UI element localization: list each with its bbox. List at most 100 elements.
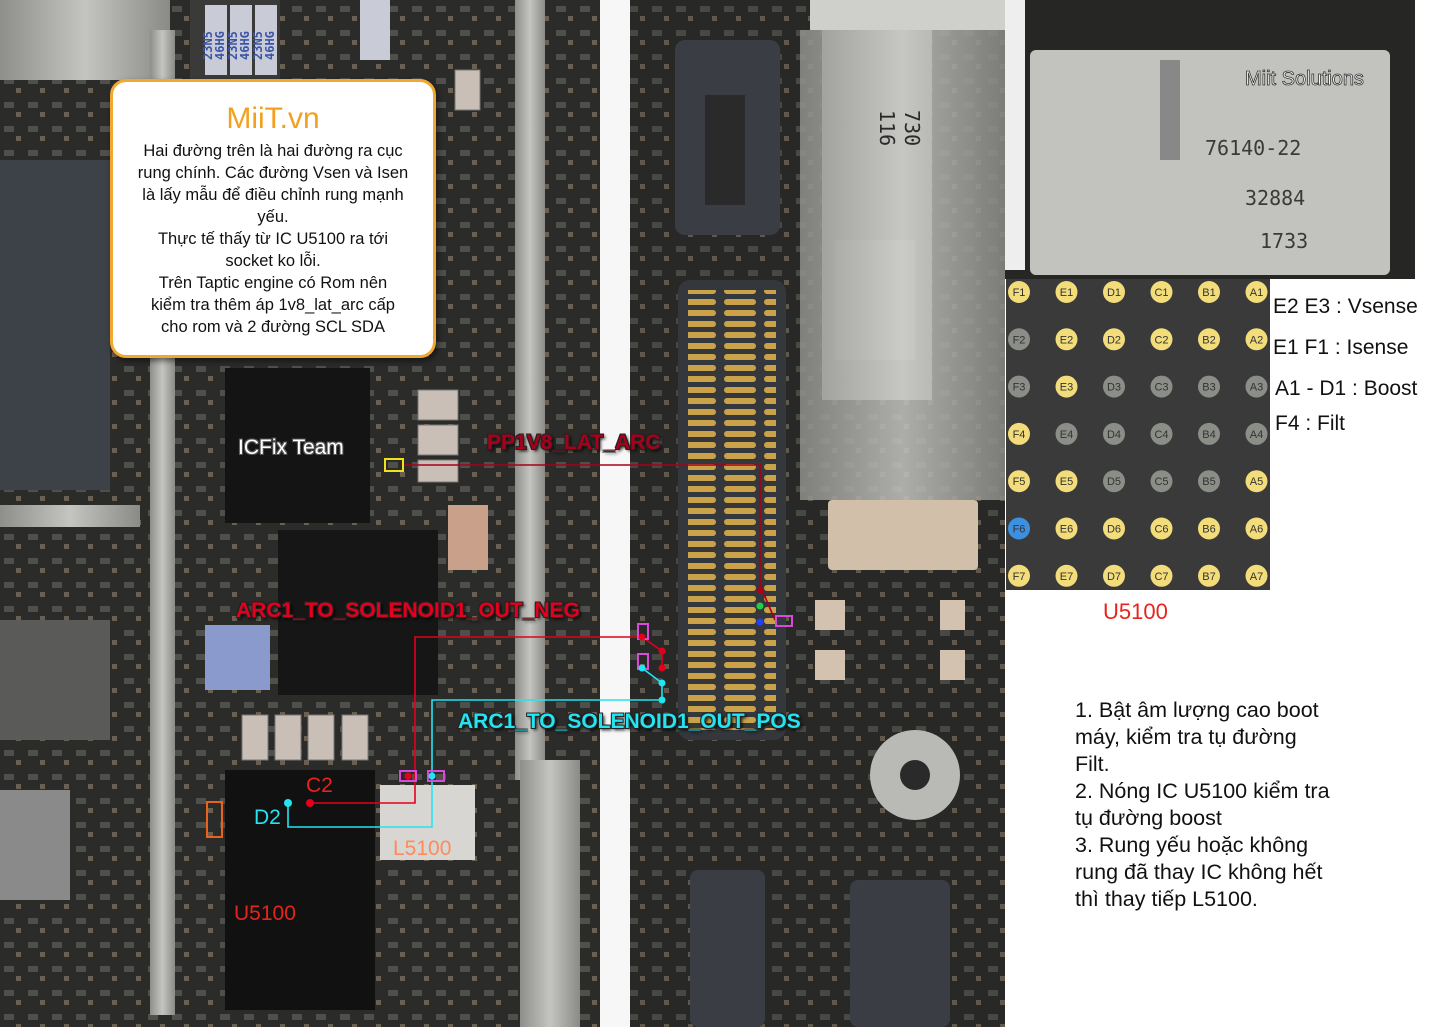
cap-mark-1: 23N5 xyxy=(201,31,215,60)
ball-c1 xyxy=(1150,281,1173,303)
ball-label: E3 xyxy=(1060,382,1073,394)
ball-a7 xyxy=(1245,564,1268,587)
chip-mark-116: 116 xyxy=(875,110,899,146)
ball-label: D7 xyxy=(1107,571,1121,583)
step-line: 2. Nóng IC U5100 kiểm tra xyxy=(1075,779,1330,803)
ball-label: C2 xyxy=(1154,334,1168,346)
ball-label: C6 xyxy=(1154,524,1168,536)
ball-label: B4 xyxy=(1202,429,1215,441)
ball-e6 xyxy=(1055,517,1078,540)
step-line: 3. Rung yếu hoặc không xyxy=(1075,833,1309,857)
ball-label: A6 xyxy=(1250,524,1263,536)
ball-b6 xyxy=(1198,517,1220,540)
ball-b7 xyxy=(1198,564,1220,587)
ball-label: C1 xyxy=(1154,287,1168,299)
ball-map-background xyxy=(1006,279,1270,590)
ball-f2 xyxy=(1008,328,1030,351)
ball-label: A1 xyxy=(1250,287,1263,299)
ball-c3 xyxy=(1150,375,1173,398)
ball-label: E4 xyxy=(1060,429,1073,441)
ball-f7 xyxy=(1008,564,1030,587)
ball-label: A2 xyxy=(1250,334,1263,346)
ball-label: E5 xyxy=(1060,476,1073,488)
ball-label: A4 xyxy=(1250,429,1263,441)
ball-d4 xyxy=(1103,422,1125,445)
ball-label: D3 xyxy=(1107,382,1121,394)
ball-d3 xyxy=(1103,375,1125,398)
ic-black-middle xyxy=(278,530,438,695)
ball-b5 xyxy=(1198,470,1220,493)
ball-label: A3 xyxy=(1250,382,1263,394)
callout-line: yếu. xyxy=(257,208,289,226)
ball-label: B1 xyxy=(1202,287,1215,299)
ball-c6 xyxy=(1150,517,1173,540)
taptic-chip xyxy=(1030,50,1390,275)
ball-d6 xyxy=(1103,517,1125,540)
ball-c5 xyxy=(1150,470,1173,493)
u5100-chip xyxy=(225,770,375,1010)
net-label-pp1v8-lat-arc: PP1V8_LAT_ARC xyxy=(487,431,661,454)
callout-line: là lấy mẫu để điều chỉnh rung mạnh xyxy=(142,186,404,204)
ball-f1 xyxy=(1008,281,1030,303)
ball-d7 xyxy=(1103,564,1125,587)
ball-label: E7 xyxy=(1060,571,1073,583)
ball-label: C5 xyxy=(1154,476,1168,488)
ball-label: D2 xyxy=(1107,334,1121,346)
ball-e7 xyxy=(1055,564,1078,587)
ball-b2 xyxy=(1198,328,1220,351)
label-u5100-grid: U5100 xyxy=(1103,599,1168,624)
ball-label: C7 xyxy=(1154,571,1168,583)
step-line: máy, kiểm tra tụ đường xyxy=(1075,725,1297,749)
icfix-watermark: ICFix Team xyxy=(238,436,344,459)
ball-label: F2 xyxy=(1013,334,1026,346)
ball-f3 xyxy=(1008,375,1030,398)
label-l5100: L5100 xyxy=(393,837,452,860)
ic-black-upper xyxy=(225,368,370,523)
cap-mark-3: 23N5 xyxy=(226,31,240,60)
tantalum-cap xyxy=(828,500,978,570)
net-label-solenoid-neg: ARC1_TO_SOLENOID1_OUT_NEG xyxy=(236,599,580,622)
ball-e5 xyxy=(1055,470,1078,493)
ball-b3 xyxy=(1198,375,1220,398)
pp1v8-trace xyxy=(402,464,776,621)
ball-label: D5 xyxy=(1107,476,1121,488)
ball-d5 xyxy=(1103,470,1125,493)
ball-label: F6 xyxy=(1013,524,1026,536)
info-callout: MiiT.vn Hai đường trên là hai đường ra c… xyxy=(110,79,436,358)
miit-solutions-watermark: Miit Solutions xyxy=(1245,68,1364,90)
cap-mark-6: 46HG xyxy=(263,31,277,60)
ball-label: E2 xyxy=(1060,334,1073,346)
ball-f5 xyxy=(1008,470,1030,493)
ball-label: D4 xyxy=(1107,429,1121,441)
ball-label: B2 xyxy=(1202,334,1215,346)
legend-boost: A1 - D1 : Boost xyxy=(1275,377,1418,400)
ball-d2 xyxy=(1103,328,1125,351)
ball-label: F7 xyxy=(1013,571,1026,583)
label-c2: C2 xyxy=(306,774,333,797)
ball-label: A7 xyxy=(1250,571,1263,583)
legend-vsense: E2 E3 : Vsense xyxy=(1273,295,1418,318)
callout-line: Trên Taptic engine có Rom nên xyxy=(158,274,388,292)
ball-e1 xyxy=(1055,281,1078,303)
ball-c2 xyxy=(1150,328,1173,351)
chip-mark-76140: 76140-22 xyxy=(1205,136,1301,160)
ball-a1 xyxy=(1245,281,1268,303)
ball-a4 xyxy=(1245,422,1268,445)
ball-f6 xyxy=(1008,517,1030,540)
ball-label: D6 xyxy=(1107,524,1121,536)
cap-mark-2: 46HG xyxy=(213,31,227,60)
ball-f4 xyxy=(1008,422,1030,445)
callout-line: Hai đường trên là hai đường ra cục xyxy=(143,142,403,160)
d2-point xyxy=(284,799,292,807)
ball-label: E6 xyxy=(1060,524,1073,536)
label-u5100-board: U5100 xyxy=(234,902,296,925)
step-line: rung đã thay IC không hết xyxy=(1075,860,1323,884)
step-line: tụ đường boost xyxy=(1075,806,1222,830)
ball-label: F3 xyxy=(1013,382,1026,394)
callout-line: rung chính. Các đường Vsen và Isen xyxy=(137,164,409,182)
step-line: 1. Bật âm lượng cao boot xyxy=(1075,698,1319,722)
soc-chip xyxy=(0,160,110,490)
ball-c4 xyxy=(1150,422,1173,445)
